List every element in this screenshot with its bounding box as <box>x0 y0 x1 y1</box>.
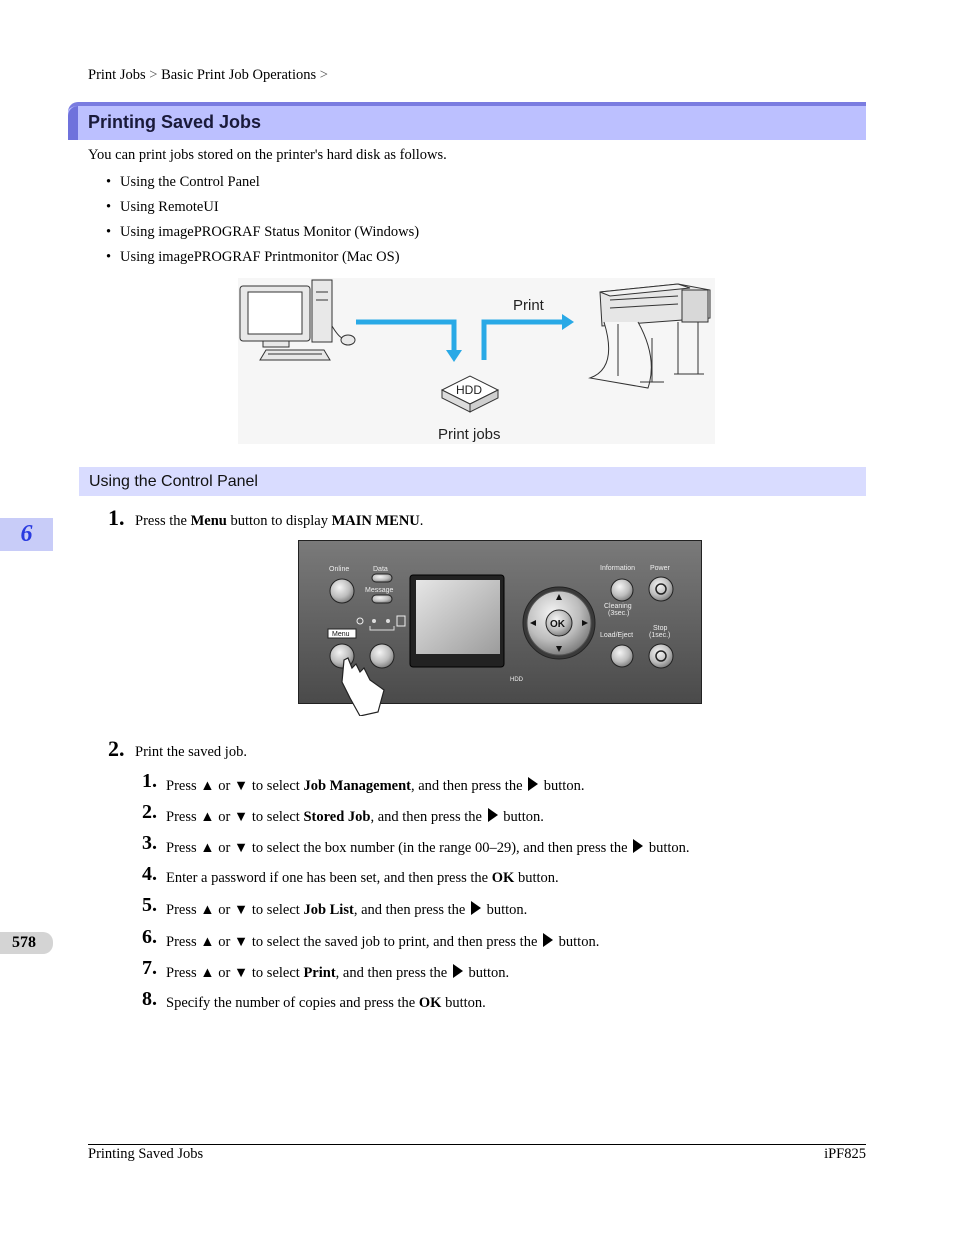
control-panel-illustration: Online Data Message Menu HDD OK Informat… <box>298 540 702 717</box>
step-1: 1. <box>108 505 125 531</box>
svg-text:(1sec.): (1sec.) <box>649 632 670 639</box>
hand-pointer-icon <box>341 657 385 717</box>
svg-text:Menu: Menu <box>332 631 350 638</box>
step-number: 2. <box>108 736 125 761</box>
chapter-tab[interactable] <box>0 518 53 551</box>
subsection-title: Using the Control Panel <box>89 473 258 490</box>
svg-text:Message: Message <box>365 587 394 594</box>
method-list: •Using the Control Panel •Using RemoteUI… <box>106 172 419 272</box>
breadcrumb: Print Jobs > Basic Print Job Operations … <box>88 67 328 84</box>
svg-text:Information: Information <box>600 565 635 572</box>
intro-text: You can print jobs stored on the printer… <box>88 147 447 163</box>
list-item: •Using imagePROGRAF Printmonitor (Mac OS… <box>106 249 400 265</box>
breadcrumb-separator: > <box>319 67 328 83</box>
right-arrow-icon <box>487 808 498 822</box>
right-arrow-icon <box>528 777 539 791</box>
step-1-text: Press the Menu button to display MAIN ME… <box>135 513 424 529</box>
hdd-label: HDD <box>456 383 482 397</box>
heading-accent <box>68 106 78 140</box>
footer-model-name: iPF825 <box>824 1146 866 1162</box>
svg-text:Power: Power <box>650 565 671 572</box>
right-arrow-icon <box>543 933 554 947</box>
right-arrow-icon <box>470 901 481 915</box>
chapter-number: 6 <box>20 521 33 547</box>
right-arrow-icon <box>633 839 644 853</box>
print-jobs-label: Print jobs <box>438 426 501 443</box>
svg-text:OK: OK <box>550 619 566 630</box>
section-heading-bar <box>68 102 866 140</box>
stop-button <box>648 643 674 669</box>
page-number: 578 <box>12 934 36 951</box>
footer-divider <box>88 1144 866 1145</box>
step-2-text: Print the saved job. <box>135 744 247 760</box>
svg-text:Stop: Stop <box>653 625 668 632</box>
right-arrow-icon <box>452 964 463 978</box>
computer-icon <box>239 279 356 361</box>
printer-icon <box>588 283 711 389</box>
footer-section-title: Printing Saved Jobs <box>88 1146 204 1162</box>
breadcrumb-separator: > <box>149 67 158 83</box>
step-number: 1. <box>108 505 125 530</box>
power-button <box>648 576 674 602</box>
online-button <box>329 578 355 604</box>
print-label: Print <box>513 297 545 314</box>
svg-text:Cleaning: Cleaning <box>604 603 632 610</box>
list-item: •Using imagePROGRAF Status Monitor (Wind… <box>106 224 420 240</box>
svg-text:Online: Online <box>329 566 349 573</box>
svg-text:HDD: HDD <box>510 677 524 683</box>
svg-text:(3sec.): (3sec.) <box>608 610 629 617</box>
section-title: Printing Saved Jobs <box>88 112 262 132</box>
page-number-tab <box>0 932 53 954</box>
breadcrumb-item[interactable]: Print Jobs <box>88 67 146 83</box>
step-2: 2. <box>108 736 125 762</box>
subsection-heading-bar <box>79 467 866 496</box>
breadcrumb-item[interactable]: Basic Print Job Operations <box>161 67 317 83</box>
list-item: •Using the Control Panel <box>106 174 260 190</box>
ok-button <box>545 609 573 637</box>
hdd-icon <box>440 375 500 413</box>
list-item: •Using RemoteUI <box>106 199 219 215</box>
svg-text:Load/Eject: Load/Eject <box>600 632 633 639</box>
print-flow-diagram: HDD Print Print jobs <box>238 278 715 444</box>
svg-text:Data: Data <box>373 566 388 573</box>
